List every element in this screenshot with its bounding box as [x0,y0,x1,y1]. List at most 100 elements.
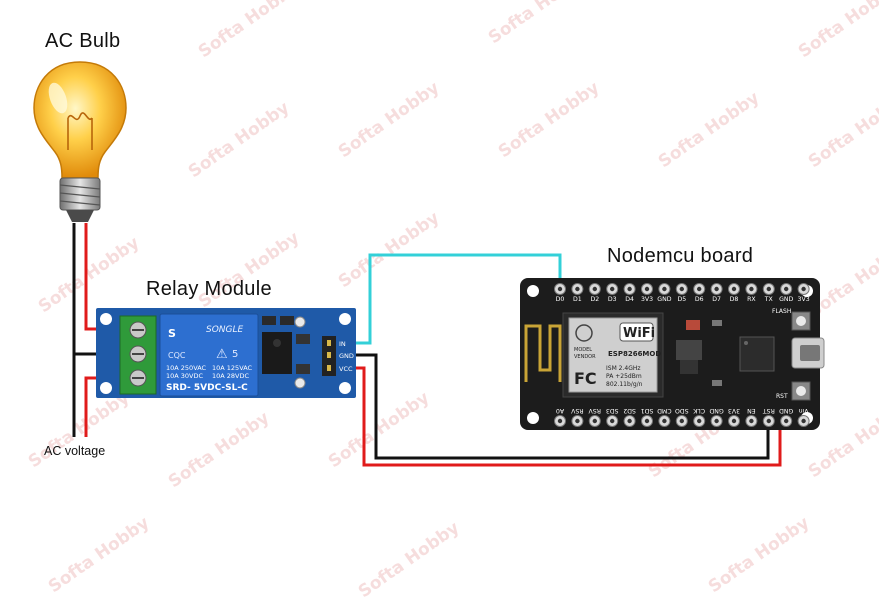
pin-label: D5 [677,296,686,303]
fc-mark: FC [574,369,597,388]
smd-component [280,316,294,325]
pin-hole [575,286,580,292]
smd-component [686,320,700,330]
pcb-antenna [524,324,562,382]
pin-label: A0 [556,407,564,414]
pin-label: SD1 [641,407,654,414]
relay-pin-gnd: GND [339,352,354,360]
screw-slot [132,329,144,379]
ac-voltage-label: AC voltage [44,444,106,458]
flash-label: FLASH [772,308,791,315]
transistor [262,332,292,374]
pin-label: GND [779,296,793,303]
pin-hole [679,418,684,424]
optocoupler-dot [273,339,281,347]
pin-hole [714,286,719,292]
pin-label: D6 [695,296,704,303]
relay-module: SONGLE S CQC ⚠ 5 10A 250VAC 10A 30VDC 10… [96,308,356,398]
esp-logo [575,324,593,342]
nodemcu-label: Nodemcu board [607,245,754,267]
pin-label: D0 [556,296,565,303]
pin-hole [557,286,563,292]
pin-hole [784,286,789,292]
relay-rating-4: 10A 28VDC [212,372,250,380]
smd-component [296,334,310,344]
esp-model: ESP8266MOD [608,350,661,358]
pin-label: GND [709,407,723,414]
pin-hole [610,418,615,424]
pin-hole [627,286,632,292]
pin-hole [662,286,667,292]
pin-label: TX [764,296,774,303]
esp-spec: 802.11b/g/n [606,381,643,388]
wifi-text: WiFi [623,326,655,341]
pin-label: RSV [570,407,583,414]
smd-component [712,380,722,386]
pin-label: EN [747,407,756,414]
rst-label: RST [776,393,788,400]
flash-button-cap[interactable] [796,316,806,326]
pin-label: D3 [608,296,617,303]
pin-hole [662,418,667,424]
pin-hole [610,286,615,292]
pin-label: GND [657,296,671,303]
relay-cert: ⚠ [216,347,228,362]
pin-hole [731,418,737,424]
pin-hole [714,418,719,424]
pin-label: D7 [712,296,721,303]
pin-hole [801,286,806,292]
mount-hole [339,313,351,325]
esp-text: VENDOR [574,354,596,360]
ac-bulb [33,61,127,222]
pin-label: 3V3 [641,296,653,303]
relay-cert: CQC [168,351,186,360]
pin-label: SD3 [606,407,619,414]
pin-hole [557,418,563,424]
smd-component [262,316,276,325]
pin-hole [749,286,754,292]
pin-hole [592,418,597,424]
pin-label: 3V3 [798,296,810,303]
pin-label: 3V3 [728,407,740,414]
header-pin [327,352,331,358]
pin-label: SDO [675,407,689,414]
mount-hole [527,285,539,297]
pin-label: D4 [625,296,634,303]
relay-rating-3: 10A 125VAC [212,364,253,372]
pin-hole [627,418,632,424]
pin-hole [766,286,771,292]
relay-logo: S [168,327,176,340]
pin-label: RSV [588,407,601,414]
usb-opening [800,345,820,361]
pin-hole [679,286,684,292]
esp-text: MODEL [574,347,592,353]
bulb-contact [66,210,94,222]
mount-hole [100,382,112,394]
pin-label: D8 [730,296,739,303]
relay-module-label: Relay Module [146,278,272,300]
relay-coil [159,313,259,397]
rst-button-cap[interactable] [796,386,806,396]
smd-component [712,320,722,326]
pin-hole [592,286,597,292]
header-pin [327,340,331,346]
relay-rating-2: 10A 30VDC [166,372,204,380]
esp-spec: PA +25dBm [606,373,642,380]
pin-label: D2 [590,296,599,303]
bulb-glass [33,61,127,179]
pin-hole [644,418,650,424]
wiring-diagram: SONGLE S CQC ⚠ 5 10A 250VAC 10A 30VDC 10… [33,61,825,467]
ac-bulb-label: AC Bulb [45,30,121,52]
smd-component [296,364,310,374]
regulator [676,340,702,360]
regulator-tab [680,360,698,374]
pin-label: CMD [657,407,672,414]
pin-hole [731,286,737,292]
wifi-logo [619,322,654,342]
relay-cert: 5 [232,349,238,360]
pin-hole [766,418,771,424]
relay-brand: SONGLE [206,325,244,335]
signal-wire [337,253,562,345]
